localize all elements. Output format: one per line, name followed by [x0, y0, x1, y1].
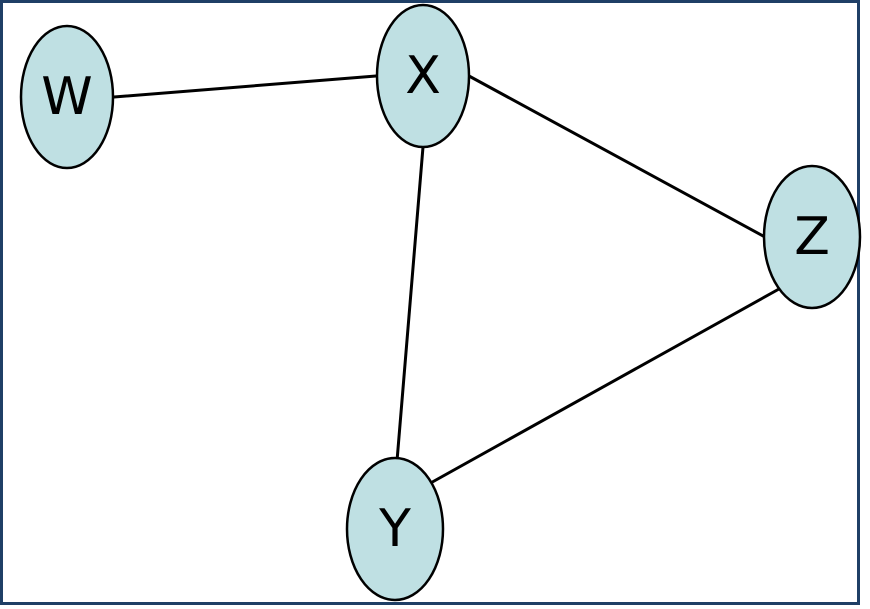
edge-w-x — [112, 74, 378, 99]
node-w-shape — [19, 24, 115, 170]
nodes-layer: W X Z Y — [19, 3, 862, 602]
node-w-label: W — [41, 67, 92, 127]
node-y: Y — [345, 456, 445, 602]
edges-layer — [112, 74, 781, 487]
node-x: X — [375, 3, 471, 149]
edge-x-z — [467, 74, 767, 239]
edge-z-y — [425, 287, 781, 487]
node-z: Z — [762, 164, 862, 310]
node-x-label: X — [405, 46, 441, 106]
node-z-label: Z — [794, 207, 830, 267]
edge-x-y — [395, 145, 425, 463]
node-w: W — [19, 24, 115, 170]
node-y-label: Y — [378, 499, 411, 559]
node-z-shape — [762, 164, 862, 310]
node-y-shape — [345, 456, 445, 602]
node-x-shape — [375, 3, 471, 149]
